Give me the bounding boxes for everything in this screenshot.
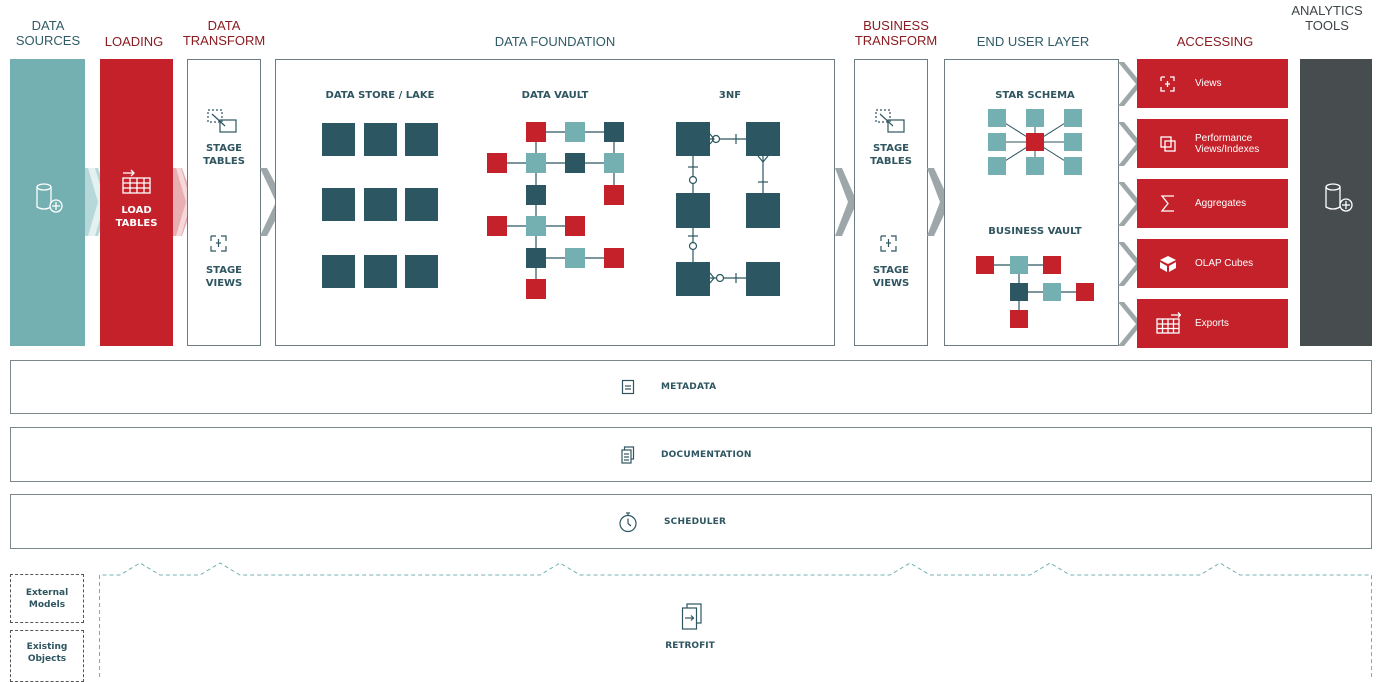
database-add-icon bbox=[36, 183, 63, 213]
existing-objects-label: Existing Objects bbox=[26, 642, 68, 664]
documentation-bar: DOCUMENTATION bbox=[10, 427, 1372, 482]
header-data-sources: DATA SOURCES bbox=[15, 18, 81, 48]
metadata-icon bbox=[621, 379, 635, 395]
header-data-foundation: DATA FOUNDATION bbox=[494, 34, 616, 49]
existing-objects-box: Existing Objects bbox=[10, 630, 84, 682]
tnf-label: 3NF bbox=[718, 90, 742, 101]
views-label: Views bbox=[1195, 78, 1222, 89]
load-tables-label: LOAD TABLES bbox=[115, 205, 158, 229]
tnf-links bbox=[688, 133, 769, 284]
accessing-exports: Exports bbox=[1137, 299, 1288, 348]
business-vault-nodes bbox=[976, 256, 1094, 328]
accessing-views: Views bbox=[1137, 59, 1288, 108]
foundation-arrow bbox=[835, 168, 857, 236]
header-accessing: ACCESSING bbox=[1176, 34, 1254, 49]
data-vault-nodes bbox=[487, 122, 624, 299]
business-stage-tables-label: STAGE TABLES bbox=[870, 143, 912, 167]
stage-views-icon bbox=[210, 235, 227, 252]
data-store-lake-label: DATA STORE / LAKE bbox=[325, 90, 435, 101]
load-table-icon bbox=[122, 169, 151, 194]
business-stage-views-label: STAGE VIEWS bbox=[872, 265, 910, 289]
header-business-transform: BUSINESS TRANSFORM bbox=[854, 18, 938, 48]
loading-block bbox=[100, 59, 173, 346]
star-schema-fact bbox=[1026, 133, 1044, 151]
performance-label: Performance Views/Indexes bbox=[1195, 132, 1260, 155]
data-store-squares bbox=[322, 123, 438, 288]
retrofit-outline bbox=[99, 562, 1372, 677]
exports-label: Exports bbox=[1195, 318, 1229, 329]
data-sources-block bbox=[10, 59, 85, 346]
olap-label: OLAP Cubes bbox=[1195, 258, 1254, 269]
sigma-icon bbox=[1160, 195, 1174, 212]
metadata-label: METADATA bbox=[661, 382, 717, 392]
header-end-user-layer: END USER LAYER bbox=[976, 34, 1090, 49]
retrofit-icon bbox=[681, 603, 702, 630]
accessing-aggregates: Aggregates bbox=[1137, 179, 1288, 228]
stage-tables-icon bbox=[207, 109, 237, 133]
header-loading: LOADING bbox=[104, 34, 164, 49]
documentation-icon bbox=[621, 445, 635, 464]
bi-tools-block bbox=[1300, 59, 1372, 346]
tnf-entities bbox=[676, 122, 780, 296]
header-bi-analytics-tools: BI & ANALYTICS TOOLS bbox=[1291, 0, 1363, 33]
business-transform-box bbox=[854, 59, 928, 346]
pipeline-graphics bbox=[10, 59, 1372, 346]
accessing-performance: Performance Views/Indexes bbox=[1137, 119, 1288, 168]
external-models-box: External Models bbox=[10, 574, 84, 623]
export-table-icon bbox=[1156, 312, 1181, 334]
external-models-label: External Models bbox=[25, 587, 69, 610]
performance-views-icon bbox=[1160, 136, 1176, 152]
stage-tables-label: STAGE TABLES bbox=[203, 143, 245, 167]
data-vault-label: DATA VAULT bbox=[521, 90, 589, 101]
header-data-transform: DATA TRANSFORM bbox=[182, 18, 266, 48]
scheduler-label: SCHEDULER bbox=[664, 516, 727, 527]
business-vault-label: BUSINESS VAULT bbox=[988, 226, 1082, 237]
metadata-bar: METADATA bbox=[10, 360, 1372, 414]
bi-database-add-icon bbox=[1325, 183, 1353, 212]
aggregates-label: Aggregates bbox=[1195, 198, 1247, 209]
star-schema-label: STAR SCHEMA bbox=[995, 90, 1075, 101]
data-transform-box bbox=[187, 59, 261, 346]
stopwatch-icon bbox=[619, 511, 637, 532]
retrofit-label: RETROFIT bbox=[665, 641, 715, 651]
end-user-layer-box bbox=[944, 59, 1119, 346]
stage-views-label: STAGE VIEWS bbox=[205, 265, 243, 289]
documentation-label: DOCUMENTATION bbox=[661, 449, 752, 460]
business-stage-views-icon bbox=[880, 235, 897, 252]
accessing-olap: OLAP Cubes bbox=[1137, 239, 1288, 288]
loading-arrow bbox=[173, 168, 194, 236]
scheduler-bar: SCHEDULER bbox=[10, 494, 1372, 549]
business-stage-tables-icon bbox=[875, 109, 905, 133]
views-icon bbox=[1160, 76, 1175, 92]
cube-icon bbox=[1160, 256, 1176, 272]
star-schema-dims bbox=[988, 109, 1082, 175]
